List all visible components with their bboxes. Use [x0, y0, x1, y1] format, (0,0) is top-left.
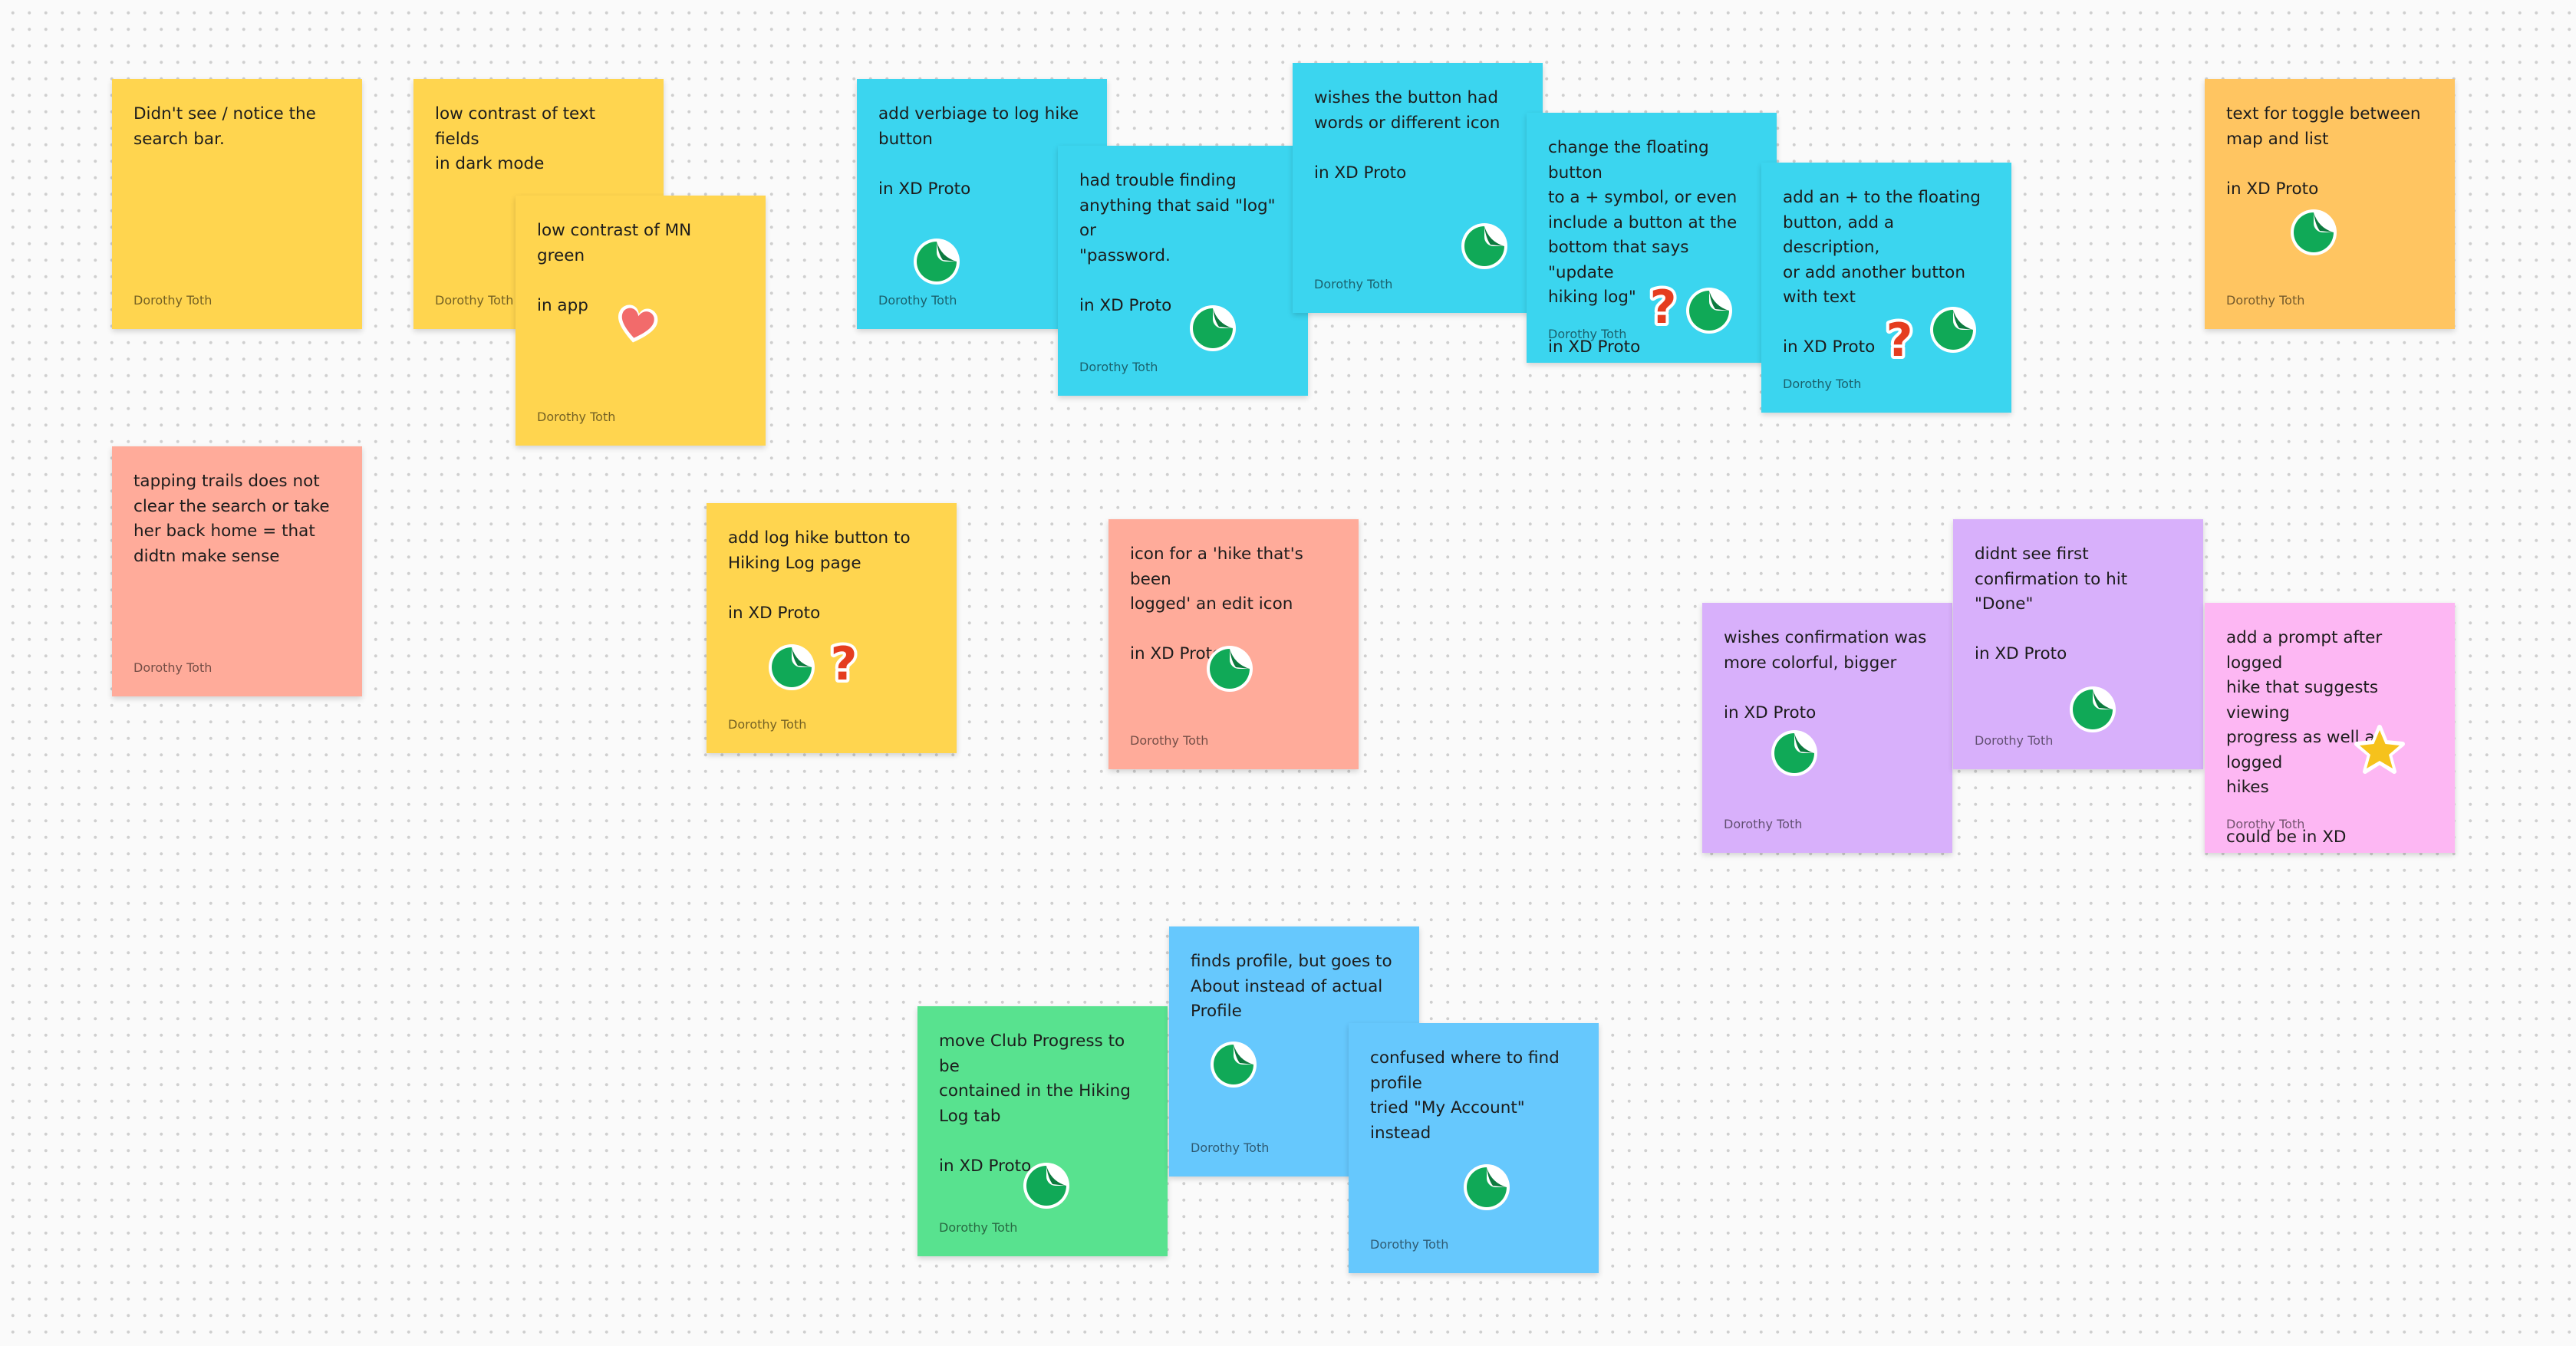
green-check-sticker-icon[interactable]: [1685, 286, 1734, 335]
svg-text:?: ?: [1886, 314, 1913, 367]
sticky-note[interactable]: icon for a 'hike that's been logged' an …: [1108, 519, 1359, 769]
star-sticker-icon[interactable]: [2354, 725, 2405, 775]
sticky-note[interactable]: Didn't see / notice the search bar. Doro…: [112, 79, 362, 329]
sticky-note-author: Dorothy Toth: [878, 293, 957, 308]
svg-text:?: ?: [831, 637, 858, 691]
sticky-note-text: add a prompt after logged hike that sugg…: [2226, 628, 2383, 847]
green-check-sticker-icon[interactable]: [2289, 208, 2338, 257]
green-check-sticker-icon[interactable]: [1188, 304, 1237, 353]
svg-text:?: ?: [1650, 281, 1677, 334]
sticky-note[interactable]: change the floating button to a + symbol…: [1527, 113, 1777, 363]
sticky-note-text: low contrast of text fields in dark mode: [435, 104, 596, 173]
sticky-note-text: wishes the button had words or different…: [1314, 88, 1500, 183]
heart-sticker-icon[interactable]: [612, 300, 661, 349]
sticky-note-author: Dorothy Toth: [1370, 1237, 1449, 1252]
sticky-note-text: low contrast of MN green in app: [537, 221, 692, 315]
svg-text:?: ?: [831, 637, 858, 691]
sticky-note-text: add verbiage to log hike button in XD Pr…: [878, 104, 1079, 199]
sticky-note-text: finds profile, but goes to About instead…: [1191, 952, 1392, 1021]
question-mark-sticker-icon[interactable]: ? ?: [1875, 311, 1924, 370]
green-check-sticker-icon[interactable]: [1460, 222, 1509, 271]
sticky-note[interactable]: wishes confirmation was more colorful, b…: [1702, 603, 1952, 853]
sticky-note-author: Dorothy Toth: [1314, 277, 1393, 291]
sticky-note-author: Dorothy Toth: [1783, 377, 1862, 391]
question-mark-sticker-icon[interactable]: ? ?: [1639, 278, 1688, 337]
sticky-note-author: Dorothy Toth: [2226, 817, 2305, 831]
green-check-sticker-icon[interactable]: [1205, 644, 1254, 693]
green-check-sticker-icon[interactable]: [2068, 685, 2117, 734]
sticky-note-text: didnt see first confirmation to hit "Don…: [1975, 545, 2128, 663]
svg-text:?: ?: [1650, 281, 1677, 334]
sticky-note[interactable]: wishes the button had words or different…: [1293, 63, 1543, 313]
sticky-note[interactable]: move Club Progress to be contained in th…: [917, 1006, 1168, 1256]
sticky-note-author: Dorothy Toth: [1548, 327, 1627, 341]
sticky-note[interactable]: add a prompt after logged hike that sugg…: [2205, 603, 2455, 853]
sticky-note-text: Didn't see / notice the search bar.: [133, 104, 316, 149]
sticky-note[interactable]: had trouble finding anything that said "…: [1058, 146, 1308, 396]
sticky-note-author: Dorothy Toth: [537, 410, 616, 424]
green-check-sticker-icon[interactable]: [1022, 1161, 1071, 1210]
sticky-note-text: add log hike button to Hiking Log page i…: [728, 528, 911, 623]
sticky-note[interactable]: tapping trails does not clear the search…: [112, 446, 362, 696]
sticky-note-author: Dorothy Toth: [1191, 1140, 1270, 1155]
svg-text:?: ?: [1886, 314, 1913, 367]
green-check-sticker-icon[interactable]: [1770, 729, 1819, 778]
sticky-note[interactable]: add an + to the floating button, add a d…: [1761, 163, 2011, 413]
sticky-note-text: change the floating button to a + symbol…: [1548, 138, 1738, 357]
sticky-note-text: tapping trails does not clear the search…: [133, 472, 330, 566]
sticky-note-author: Dorothy Toth: [1724, 817, 1803, 831]
sticky-note-author: Dorothy Toth: [133, 293, 212, 308]
sticky-note[interactable]: add log hike button to Hiking Log page i…: [707, 503, 957, 753]
sticky-note-text: had trouble finding anything that said "…: [1079, 171, 1276, 315]
sticky-note-author: Dorothy Toth: [133, 660, 212, 675]
sticky-note[interactable]: didnt see first confirmation to hit "Don…: [1953, 519, 2203, 769]
question-mark-sticker-icon[interactable]: ? ?: [819, 634, 868, 694]
sticky-note-author: Dorothy Toth: [2226, 293, 2305, 308]
sticky-note-author: Dorothy Toth: [435, 293, 514, 308]
green-check-sticker-icon[interactable]: [1209, 1040, 1258, 1089]
sticky-note-author: Dorothy Toth: [939, 1220, 1018, 1235]
sticky-note-text: confused where to find profile tried "My…: [1370, 1048, 1560, 1143]
sticky-note-author: Dorothy Toth: [728, 717, 807, 732]
sticky-note-author: Dorothy Toth: [1130, 733, 1209, 748]
sticky-note-author: Dorothy Toth: [1975, 733, 2054, 748]
green-check-sticker-icon[interactable]: [1929, 305, 1978, 354]
sticky-note-text: icon for a 'hike that's been logged' an …: [1130, 545, 1303, 663]
sticky-note-text: move Club Progress to be contained in th…: [939, 1032, 1131, 1176]
sticky-note[interactable]: low contrast of MN green in app Dorothy …: [516, 196, 766, 446]
sticky-note[interactable]: confused where to find profile tried "My…: [1349, 1023, 1599, 1273]
sticky-note-text: wishes confirmation was more colorful, b…: [1724, 628, 1927, 722]
sticky-note[interactable]: text for toggle between map and list in …: [2205, 79, 2455, 329]
green-check-sticker-icon[interactable]: [1462, 1163, 1511, 1212]
sticky-note-text: text for toggle between map and list in …: [2226, 104, 2421, 199]
green-check-sticker-icon[interactable]: [912, 237, 961, 286]
sticky-note-author: Dorothy Toth: [1079, 360, 1158, 374]
sticky-note-text: add an + to the floating button, add a d…: [1783, 188, 1981, 357]
green-check-sticker-icon[interactable]: [767, 643, 816, 692]
